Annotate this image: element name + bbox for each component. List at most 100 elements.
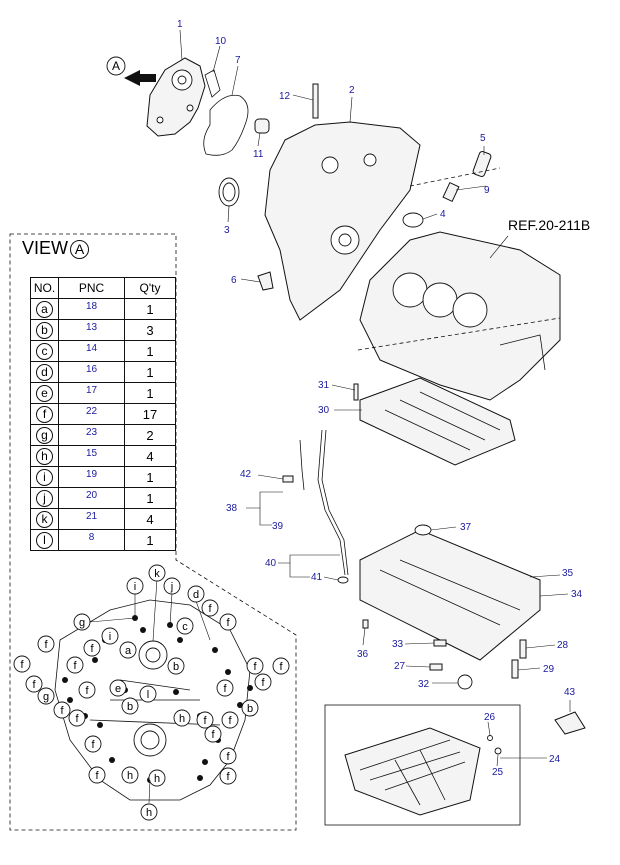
clip	[442, 181, 460, 203]
callout-f-l7: f	[68, 709, 86, 727]
row-no: g	[30, 424, 59, 446]
baffle-plate	[554, 711, 586, 735]
callout-b2: b	[121, 697, 139, 715]
row-no: b	[30, 319, 59, 341]
svg-text:f: f	[279, 661, 283, 673]
pnum-28: 28	[557, 640, 569, 651]
pnum-7: 7	[235, 55, 241, 66]
svg-text:b: b	[247, 703, 253, 715]
callout-h3: h	[148, 769, 166, 787]
pnum-35: 35	[562, 568, 574, 579]
pnum-1: 1	[177, 19, 183, 30]
row-no: e	[30, 382, 59, 404]
callout-i2: i	[101, 627, 119, 645]
callout-d: d	[187, 585, 211, 641]
row-no: k	[30, 508, 59, 530]
callout-f-r8: f	[204, 725, 222, 743]
row-qty: 1	[124, 361, 176, 383]
row-qty: 1	[124, 382, 176, 404]
callout-f-r5: f	[216, 679, 234, 697]
row-pnc: 15	[58, 445, 125, 467]
svg-text:l: l	[147, 689, 149, 701]
sensor-sleeve	[472, 151, 492, 177]
callout-f-l9: f	[88, 766, 106, 784]
pnum-24: 24	[549, 754, 561, 765]
front-oil-seal	[218, 177, 240, 207]
pnum-40: 40	[265, 558, 277, 569]
row-pnc: 18	[58, 298, 125, 320]
row-qty: 1	[124, 466, 176, 488]
pnum-25: 25	[492, 767, 504, 778]
callout-e: e	[109, 679, 127, 697]
pnum-37: 37	[460, 522, 472, 533]
svg-text:f: f	[253, 661, 257, 673]
svg-text:j: j	[170, 581, 173, 593]
bolt-31	[353, 383, 359, 401]
row-pnc: 23	[58, 424, 125, 446]
upper-oil-pan	[359, 524, 541, 690]
callout-f-l6: f	[53, 701, 71, 719]
svg-text:g: g	[79, 617, 85, 629]
callout-f-mid: f	[83, 639, 101, 657]
callout-g1: g	[73, 613, 136, 631]
part-number-labels: 1 2 3 4 5 6 7 9 10 11 12 24 25 26 27 28 …	[177, 19, 583, 778]
svg-text:c: c	[182, 621, 188, 633]
svg-text:a: a	[125, 645, 132, 657]
tube-o-ring	[337, 576, 349, 584]
svg-text:d: d	[193, 589, 199, 601]
callout-f-right1: f	[219, 613, 237, 631]
svg-text:f: f	[85, 685, 89, 697]
row-no: c	[30, 340, 59, 362]
callout-f-r9: f	[219, 747, 237, 765]
row-pnc: 21	[58, 508, 125, 530]
dipstick	[282, 429, 349, 584]
svg-text:h: h	[146, 807, 152, 819]
callout-f-left2: f	[37, 635, 55, 653]
timing-cover	[264, 121, 421, 321]
dipstick-bolt	[282, 475, 294, 483]
view-a-callouts: k i j d g f c f i f f a b f f f f f f e …	[13, 564, 290, 821]
callout-f-l4: f	[66, 656, 84, 674]
callout-g2: g	[37, 687, 55, 705]
view-letter: A	[70, 240, 90, 259]
o-ring	[402, 212, 424, 228]
plug	[254, 118, 270, 134]
svg-text:f: f	[91, 739, 95, 751]
pnum-29: 29	[543, 664, 555, 675]
ref-label: REF.20-211B	[508, 217, 591, 233]
col-no: NO.	[30, 277, 59, 299]
pnum-4: 4	[440, 209, 446, 220]
pnum-33: 33	[392, 639, 404, 650]
row-pnc: 13	[58, 319, 125, 341]
col-qty: Q'ty	[124, 277, 176, 299]
row-pnc: 20	[58, 487, 125, 509]
row-no: d	[30, 361, 59, 383]
callout-f-r3: f	[272, 657, 290, 675]
row-no: a	[30, 298, 59, 320]
row-pnc: 14	[58, 340, 125, 362]
row-pnc: 19	[58, 466, 125, 488]
cylinder-block	[359, 231, 561, 401]
guide-pin	[312, 83, 319, 119]
pnum-2: 2	[349, 85, 355, 96]
row-no: i	[30, 466, 59, 488]
callout-f-r6: f	[196, 711, 214, 729]
svg-text:f: f	[44, 639, 48, 651]
callout-b3: b	[241, 699, 259, 717]
svg-text:f: f	[60, 705, 64, 717]
svg-text:b: b	[127, 701, 133, 713]
pnum-12: 12	[279, 91, 291, 102]
row-qty: 3	[124, 319, 176, 341]
svg-text:i: i	[134, 581, 136, 593]
row-qty: 1	[124, 298, 176, 320]
svg-text:g: g	[43, 691, 49, 703]
water-pump	[146, 57, 206, 137]
row-qty: 4	[124, 445, 176, 467]
